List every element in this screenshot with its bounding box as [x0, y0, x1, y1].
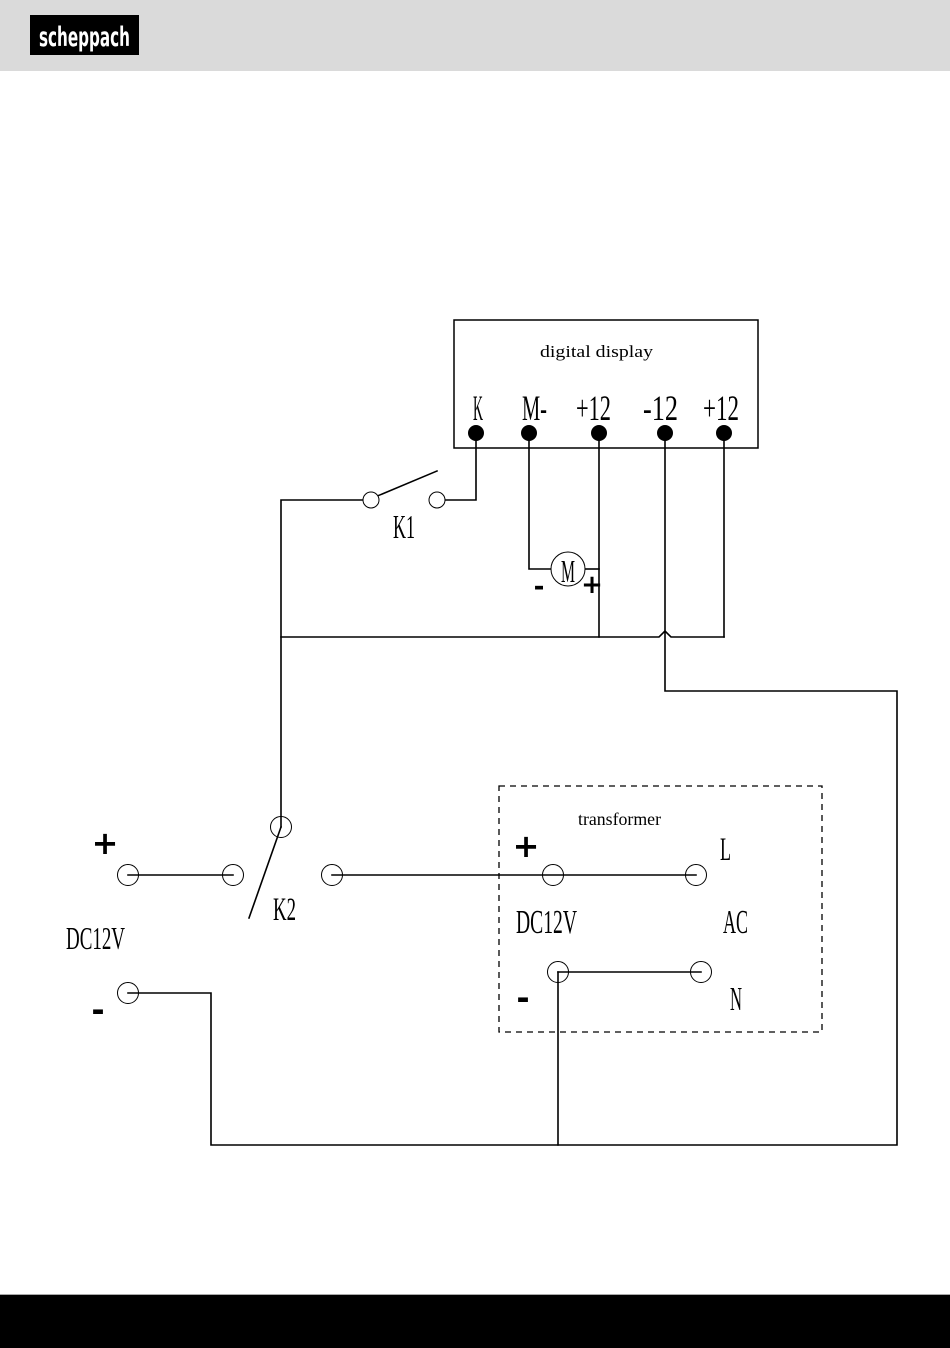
transformer-n-terminal	[691, 962, 712, 983]
digital-display-box	[454, 320, 758, 448]
page-footer	[0, 1294, 950, 1348]
transformer-plus-terminal	[543, 865, 564, 886]
switch-k1: K1	[363, 471, 445, 546]
wire-k-to-k1	[437, 433, 476, 500]
digital-display-module: digital display K M- +12 -12 +12	[454, 320, 758, 448]
dc-input-plus-terminal	[118, 865, 139, 886]
transformer-ac-label: AC	[723, 904, 748, 941]
k1-terminal-left	[363, 492, 379, 508]
terminal-label-k: K	[473, 388, 483, 428]
k1-label: K1	[393, 509, 415, 546]
dc-input-minus-sign: -	[91, 991, 104, 1029]
wire-m-minus-to-motor	[529, 433, 551, 569]
wire-k1-to-k2	[281, 500, 371, 827]
dc-input: + DC12V -	[66, 824, 139, 1029]
wire-negative-return	[128, 433, 897, 1145]
switch-k2: K2	[223, 817, 343, 929]
k2-terminal-right	[322, 865, 343, 886]
k1-lever	[375, 471, 437, 497]
terminal-label-plus12-a: +12	[576, 388, 611, 428]
dc-input-label: DC12V	[66, 920, 125, 956]
transformer-l-terminal	[686, 865, 707, 886]
motor: M - +	[534, 552, 603, 602]
transformer-dc-label: DC12V	[516, 904, 577, 941]
terminal-label-plus12-b: +12	[703, 388, 739, 428]
k1-terminal-right	[429, 492, 445, 508]
wire-positive-bus	[281, 631, 724, 637]
digital-display-title: digital display	[540, 342, 654, 361]
transformer-n-label: N	[730, 981, 742, 1018]
motor-plus-sign: +	[581, 570, 603, 600]
k2-label: K2	[273, 892, 296, 928]
dc-input-plus-sign: +	[92, 824, 119, 862]
terminal-label-minus12: -12	[643, 388, 678, 428]
terminal-label-m-minus: M-	[522, 388, 547, 428]
transformer: transformer + L DC12V AC - N	[499, 786, 822, 1032]
transformer-plus-sign: +	[513, 827, 540, 865]
transformer-title: transformer	[578, 809, 661, 829]
wires	[128, 433, 897, 1145]
transformer-minus-terminal	[548, 962, 569, 983]
k2-terminal-common	[271, 817, 292, 838]
motor-minus-sign: -	[534, 572, 545, 602]
dc-input-minus-terminal	[118, 983, 139, 1004]
motor-label: M	[561, 553, 575, 589]
k2-terminal-left	[223, 865, 244, 886]
transformer-l-label: L	[720, 832, 731, 868]
transformer-minus-sign: -	[516, 979, 529, 1017]
